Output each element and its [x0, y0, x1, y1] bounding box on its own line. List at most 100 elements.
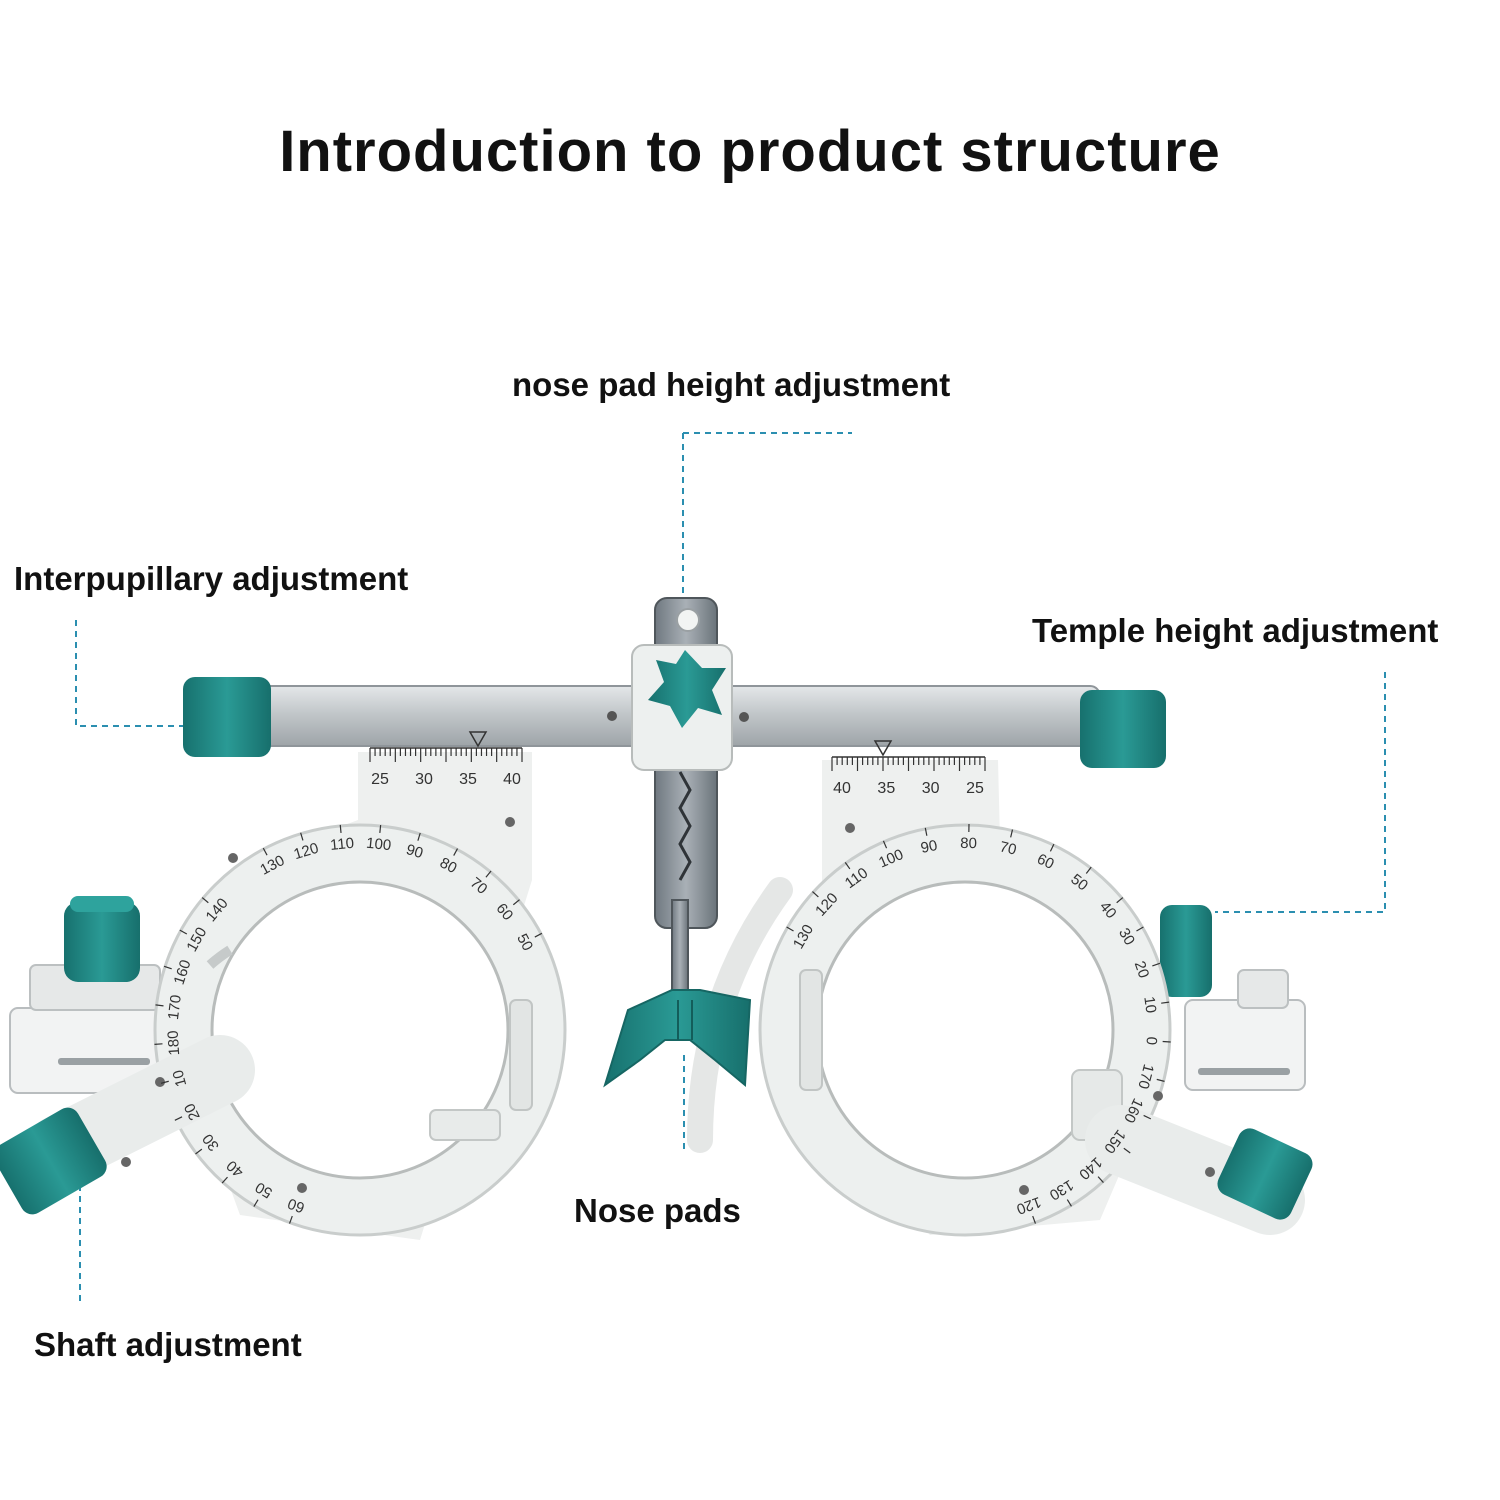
left-axis-top-label: 90: [404, 841, 425, 862]
left-axis-side-tick: [195, 1148, 203, 1155]
right-axis-side-label: 170: [1134, 1062, 1157, 1090]
left-pd-label: 35: [459, 771, 477, 788]
left-axis-side-tick: [288, 1215, 293, 1224]
left-axis-top-tick: [339, 824, 342, 833]
left-axis-side-tick: [155, 1004, 164, 1007]
left-axis-side-tick: [160, 1080, 169, 1084]
right-end-cap: [1080, 690, 1166, 768]
left-axis-top-tick: [300, 832, 304, 841]
right-pd-pointer: [873, 740, 893, 757]
right-pd-label: 40: [833, 780, 851, 797]
right-axis-side-tick: [1143, 1114, 1152, 1120]
label-interpupillary: Interpupillary adjustment: [14, 560, 409, 597]
label-nose-pads: Nose pads: [574, 1192, 741, 1229]
left-axis-top-tick: [453, 848, 459, 856]
left-axis-side-label: 20: [181, 1101, 204, 1123]
right-axis-side-label: 30: [1115, 925, 1138, 948]
nose-pad: [603, 989, 752, 1088]
nose-slider: [631, 597, 733, 1001]
left-axis-side-tick: [179, 929, 188, 935]
left-axis-side-tick: [154, 1043, 163, 1045]
right-axis-side-tick: [1152, 962, 1161, 967]
right-axis-side-tick: [1136, 926, 1144, 932]
left-axis-top-label: 100: [365, 835, 392, 854]
left-axis-top-label: 60: [493, 900, 517, 924]
left-temple-knob: [64, 902, 140, 982]
right-axis-top-label: 50: [1067, 871, 1091, 895]
callout-ipd: [75, 620, 186, 727]
left-pd-label: 25: [371, 771, 389, 788]
left-axis-side-label: 170: [165, 994, 185, 1021]
right-axis-side-tick: [1156, 1078, 1165, 1082]
label-temple-height: Temple height adjustment: [1032, 612, 1439, 649]
label-nose-pad-height: nose pad height adjustment: [512, 366, 951, 403]
right-axis-side-label: 0: [1142, 1036, 1159, 1045]
right-axis-top-tick: [844, 862, 851, 870]
left-axis-top-tick: [512, 899, 520, 906]
left-axis-side-label: 10: [169, 1068, 190, 1089]
right-axis-side-tick: [1097, 1176, 1104, 1183]
left-axis-top-label: 120: [292, 840, 321, 863]
right-pd-label: 25: [966, 780, 984, 797]
left-axis-top-tick: [379, 824, 382, 834]
right-axis-top-label: 90: [919, 837, 939, 857]
right-axis-top-tick: [924, 827, 928, 836]
label-shaft: Shaft adjustment: [34, 1326, 302, 1363]
left-axis-side-label: 50: [252, 1178, 275, 1201]
right-axis-top-label: 80: [960, 835, 977, 852]
left-shaft-knob: [0, 1107, 107, 1215]
right-axis-side-label: 10: [1140, 995, 1159, 1014]
left-axis-side-tick: [163, 965, 172, 970]
left-axis-side-label: 60: [285, 1194, 306, 1216]
left-axis-side-label: 180: [165, 1030, 184, 1056]
left-axis-top-tick: [485, 870, 492, 878]
right-axis-top-tick: [882, 840, 888, 849]
right-axis-side-label: 20: [1131, 959, 1152, 980]
right-pd-label: 35: [877, 780, 895, 797]
left-axis-side-tick: [253, 1199, 259, 1207]
left-axis-top-tick: [417, 832, 421, 841]
left-pd-label: 40: [503, 771, 521, 788]
page-title: Introduction to product structure: [279, 119, 1221, 184]
left-axis-side-tick: [174, 1116, 183, 1121]
left-ring: [0, 752, 567, 1240]
left-axis-top-label: 50: [513, 931, 536, 954]
callout-lines: [75, 432, 1386, 1306]
left-pd-label: 30: [415, 771, 433, 788]
right-side-module: [1160, 905, 1306, 1091]
right-axis-side-tick: [1032, 1215, 1037, 1224]
right-shaft-knob: [1217, 1128, 1313, 1220]
right-axis-side-tick: [1123, 1147, 1131, 1154]
callout-nose-height: [682, 432, 852, 600]
left-axis-top-label: 80: [437, 854, 460, 877]
left-pd-scale: 25 30 35 40: [369, 731, 523, 788]
left-axis-side-label: 160: [171, 958, 195, 987]
nose-height-knob: [648, 650, 726, 728]
right-axis-top-tick: [812, 891, 819, 898]
right-axis-top-tick: [1010, 829, 1014, 838]
left-axis-side-tick: [201, 897, 209, 904]
left-axis-top-label: 110: [329, 835, 354, 854]
right-axis-top-tick: [1049, 843, 1055, 852]
right-axis-top-tick: [786, 926, 794, 932]
left-pd-pointer: [468, 731, 488, 748]
left-end-cap: [183, 677, 271, 757]
right-temple-knob: [1160, 905, 1212, 997]
right-axis-top-tick: [1085, 866, 1092, 874]
right-axis-side-tick: [1066, 1199, 1072, 1207]
right-axis-top-label: 60: [1034, 850, 1056, 873]
left-axis-top-label: 70: [467, 874, 491, 898]
right-axis-top-tick: [1116, 897, 1124, 904]
callout-temple: [1215, 672, 1386, 913]
right-ring: [758, 760, 1313, 1237]
right-pd-scale: 40 35 30 25: [831, 740, 986, 797]
left-side-module: [9, 896, 166, 1094]
right-axis-side-tick: [1161, 1001, 1170, 1004]
right-pd-label: 30: [922, 780, 940, 797]
left-axis-top-tick: [534, 932, 543, 938]
right-axis-top-label: 70: [998, 838, 1018, 858]
left-axis-side-tick: [221, 1176, 228, 1184]
left-axis-side-label: 30: [199, 1130, 223, 1154]
left-axis-top-tick: [262, 847, 268, 856]
